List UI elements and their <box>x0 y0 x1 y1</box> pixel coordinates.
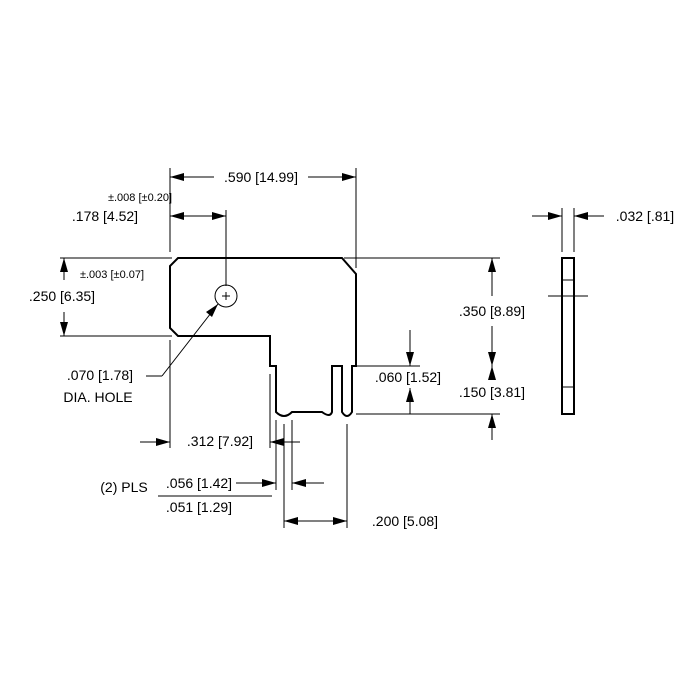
dim-pin-step-label: .060 [1.52] <box>375 369 441 385</box>
dim-hole-x-tol-label: ±.008 [±0.20] <box>108 192 172 204</box>
mounting-hole <box>214 284 238 308</box>
dim-hole-x: ±.008 [±0.20] .178 [4.52] <box>72 192 226 224</box>
dim-hole-y: ±.003 [±0.07] .250 [6.35] <box>29 258 144 336</box>
dim-pin-length: .150 [3.81] <box>459 366 525 440</box>
dim-pin-width-outer-label: .056 [1.42] <box>166 475 232 491</box>
dim-pin-width-inner-label: .051 [1.29] <box>166 499 232 515</box>
dim-hole-y-tol-label: ±.003 [±0.07] <box>80 269 144 281</box>
dim-hole-dia: .070 [1.78] DIA. HOLE <box>63 303 219 405</box>
dim-hole-dia-note: DIA. HOLE <box>63 389 132 405</box>
dim-body-height: .350 [8.89] <box>459 258 525 366</box>
dim-overall-width-label: .590 [14.99] <box>224 169 298 185</box>
dim-thickness: .032 [.81] <box>532 208 674 252</box>
dim-pin-spacing-label: .200 [5.08] <box>372 513 438 529</box>
dim-pin-offset-label: .312 [7.92] <box>187 433 253 449</box>
extension-lines <box>60 168 500 528</box>
dim-pin-width: (2) PLS .056 [1.42] .051 [1.29] <box>100 475 324 515</box>
dim-body-height-label: .350 [8.89] <box>459 303 525 319</box>
dim-thickness-label: .032 [.81] <box>616 208 674 224</box>
terminal-outline <box>169 257 357 417</box>
dim-pin-spacing: .200 [5.08] <box>284 513 438 529</box>
dim-pin-step: .060 [1.52] <box>375 330 441 414</box>
dim-hole-dia-label: .070 [1.78] <box>67 367 133 383</box>
dim-hole-y-label: .250 [6.35] <box>29 288 95 304</box>
dim-pin-length-label: .150 [3.81] <box>459 384 525 400</box>
dim-hole-x-label: .178 [4.52] <box>72 208 138 224</box>
side-view <box>548 257 588 415</box>
dim-pins-qty-label: (2) PLS <box>100 479 147 495</box>
dim-pin-offset: .312 [7.92] <box>140 433 300 449</box>
dim-overall-width: .590 [14.99] <box>170 169 356 185</box>
